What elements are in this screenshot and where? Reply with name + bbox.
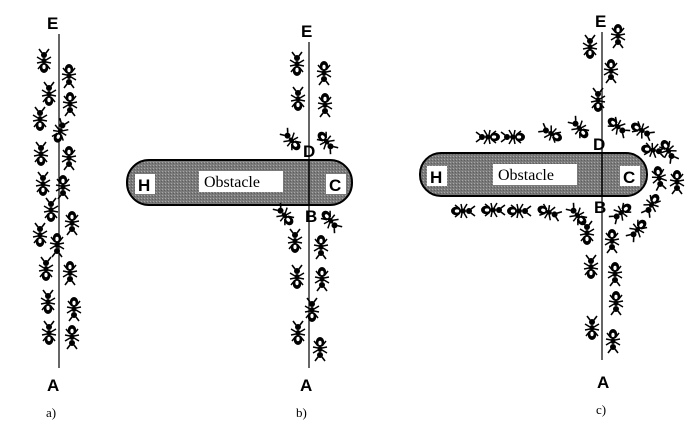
ant-icon bbox=[312, 336, 328, 362]
ant-icon bbox=[450, 203, 476, 219]
ant-icon bbox=[669, 169, 685, 195]
ant-icon bbox=[590, 87, 606, 113]
ant-icon bbox=[316, 60, 332, 86]
ant-icon bbox=[62, 91, 78, 117]
ant-icon bbox=[35, 171, 51, 197]
ant-icon bbox=[290, 320, 306, 346]
point-a-label: A bbox=[300, 376, 312, 395]
end-c-label: C bbox=[329, 176, 341, 195]
ant-icon bbox=[41, 81, 57, 107]
obstacle: Obstacle H C bbox=[126, 159, 353, 206]
ant-icon bbox=[38, 256, 54, 282]
obstacle-label: Obstacle bbox=[498, 167, 554, 184]
ant-icon bbox=[314, 266, 330, 292]
end-c-label: C bbox=[623, 168, 635, 187]
ant-icon bbox=[304, 297, 320, 323]
obstacle-label-box bbox=[199, 171, 283, 192]
point-b-label: B bbox=[594, 198, 606, 217]
end-h-box bbox=[427, 166, 447, 186]
ant-icon bbox=[61, 145, 77, 171]
ant-icon bbox=[43, 197, 59, 223]
ant-icon bbox=[480, 202, 506, 218]
panel-caption: c) bbox=[596, 402, 606, 417]
end-h-box bbox=[135, 174, 155, 194]
ant-icon bbox=[41, 320, 57, 346]
ant-icon bbox=[475, 129, 501, 145]
ant-icon bbox=[606, 198, 636, 227]
ant-icon bbox=[312, 127, 341, 157]
ant-icon bbox=[534, 200, 564, 224]
ant-icon bbox=[290, 86, 306, 112]
ant-icon bbox=[36, 48, 52, 74]
end-c-box bbox=[326, 174, 346, 194]
point-e-label: E bbox=[47, 14, 58, 33]
ant-icon bbox=[40, 289, 56, 315]
ant-icon bbox=[603, 58, 619, 84]
ant-icon bbox=[582, 34, 598, 60]
ant-icon bbox=[584, 315, 600, 341]
obstacle-label-box bbox=[493, 164, 577, 185]
ant-icon bbox=[287, 228, 303, 254]
ant-icon bbox=[604, 228, 620, 254]
point-d-label: D bbox=[303, 142, 315, 161]
panel-b: Obstacle H C E D B A b) bbox=[126, 22, 353, 420]
point-a-label: A bbox=[47, 376, 59, 395]
ant-icon bbox=[32, 222, 48, 248]
ant-icon bbox=[289, 264, 305, 290]
ant-icon bbox=[64, 324, 80, 350]
obstacle-label: Obstacle bbox=[204, 174, 260, 191]
ant-icon bbox=[500, 129, 526, 145]
ant-icon bbox=[66, 296, 82, 322]
ant-icon bbox=[64, 210, 80, 236]
ant-icon bbox=[583, 254, 599, 280]
ant-icon bbox=[608, 290, 624, 316]
ant-icon bbox=[603, 112, 633, 141]
point-a-label: A bbox=[597, 373, 609, 392]
ant-icon bbox=[536, 120, 566, 147]
ant-icon bbox=[605, 328, 621, 354]
ant-icon bbox=[317, 92, 333, 118]
ant-icon bbox=[607, 261, 623, 287]
end-h-label: H bbox=[138, 176, 150, 195]
point-e-label: E bbox=[301, 22, 312, 41]
ant-icon bbox=[48, 116, 72, 146]
ant-icon bbox=[289, 51, 305, 77]
point-e-label: E bbox=[595, 12, 606, 31]
ant-icon bbox=[623, 215, 652, 245]
ant-icon bbox=[33, 141, 49, 167]
panel-caption: a) bbox=[46, 405, 56, 420]
panel-a: E A a) bbox=[32, 14, 82, 420]
point-d-label: D bbox=[593, 135, 605, 154]
ant-icon bbox=[316, 206, 345, 236]
ant-icon bbox=[32, 106, 48, 132]
panel-caption: b) bbox=[296, 405, 307, 420]
ant-icon bbox=[649, 164, 669, 192]
end-h-label: H bbox=[430, 168, 442, 187]
ant-icon bbox=[565, 113, 594, 143]
ant-icon bbox=[62, 260, 78, 286]
ant-icon bbox=[313, 234, 329, 260]
ant-icon bbox=[55, 174, 71, 200]
ant-icon bbox=[61, 63, 77, 89]
obstacle: Obstacle H C bbox=[419, 152, 648, 197]
ant-icon bbox=[506, 203, 532, 219]
ant-icon bbox=[49, 232, 65, 258]
ant-icon bbox=[638, 190, 665, 220]
panel-c: Obstacle H C E D B A c) bbox=[419, 12, 685, 417]
point-b-label: B bbox=[305, 207, 317, 226]
ant-icon bbox=[277, 125, 306, 155]
ant-icon bbox=[610, 23, 626, 49]
ant-icon bbox=[627, 117, 657, 144]
end-c-box bbox=[620, 166, 640, 186]
